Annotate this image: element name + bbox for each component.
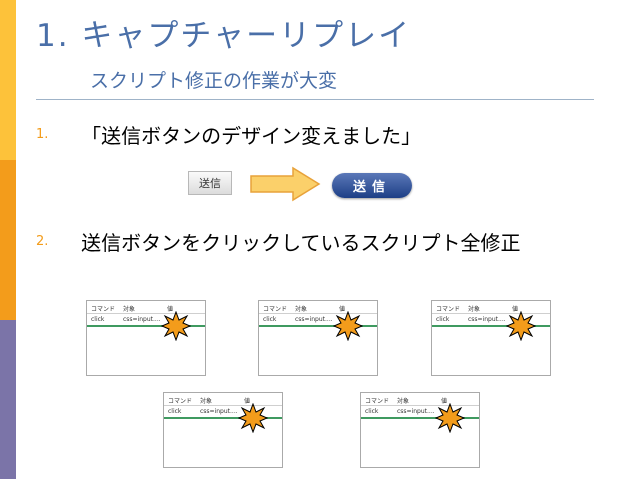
header-command: コマンド [168,398,193,405]
script-screenshot: コマンド 対象 値 click css=input.... [86,300,206,376]
cell-command: click [436,316,450,323]
cell-target: css=input.... [200,408,238,415]
table-row: click css=input.... [87,314,205,327]
slide-subtitle: スクリプト修正の作業が大変 [90,70,338,92]
list-item-1: 1. 「送信ボタンのデザイン変えました」 [36,120,421,149]
list-number: 2. [36,234,49,249]
burst-icon [506,311,536,341]
burst-icon [435,403,465,433]
right-arrow-icon [250,166,321,202]
script-screenshot: コマンド 対象 値 click css=input.... [431,300,551,376]
decorative-sidebar [0,0,16,479]
title-divider [36,99,594,100]
cell-target: css=input.... [123,316,161,323]
header-target: 対象 [397,398,410,405]
header-command: コマンド [436,306,461,313]
cell-command: click [91,316,105,323]
list-text: 送信ボタンをクリックしているスクリプト全修正 [81,231,521,255]
table-header-row: コマンド 対象 値 [259,301,377,314]
cell-command: click [263,316,277,323]
header-command: コマンド [263,306,288,313]
table-header-row: コマンド 対象 値 [164,393,282,406]
list-item-2: 2. 送信ボタンをクリックしているスクリプト全修正 [36,227,521,256]
table-row: click css=input.... [432,314,550,327]
table-row: click css=input.... [164,406,282,419]
old-send-button: 送信 [188,171,232,195]
sidebar-segment-yellow [0,0,16,160]
header-value: 値 [441,398,448,405]
header-value: 値 [512,306,519,313]
table-header-row: コマンド 対象 値 [361,393,479,406]
burst-icon [333,311,363,341]
table-row: click css=input.... [361,406,479,419]
header-value: 値 [244,398,251,405]
header-target: 対象 [123,306,136,313]
cell-command: click [365,408,379,415]
list-text: 「送信ボタンのデザイン変えました」 [81,124,422,148]
sidebar-segment-purple [0,320,16,479]
header-command: コマンド [91,306,116,313]
cell-command: click [168,408,182,415]
script-screenshot: コマンド 対象 値 click css=input.... [163,392,283,468]
script-screenshot: コマンド 対象 値 click css=input.... [360,392,480,468]
new-send-button: 送信 [332,173,412,198]
cell-target: css=input.... [295,316,333,323]
list-number: 1. [36,127,49,142]
burst-icon [161,311,191,341]
header-target: 対象 [295,306,308,313]
table-header-row: コマンド 対象 値 [87,301,205,314]
table-row: click css=input.... [259,314,377,327]
header-target: 対象 [468,306,481,313]
header-command: コマンド [365,398,390,405]
header-value: 値 [167,306,174,313]
sidebar-segment-orange [0,160,16,320]
cell-target: css=input.... [397,408,435,415]
header-target: 対象 [200,398,213,405]
script-screenshot: コマンド 対象 値 click css=input.... [258,300,378,376]
cell-target: css=input.... [468,316,506,323]
burst-icon [238,403,268,433]
slide-title: 1. キャプチャーリプレイ [36,18,412,54]
header-value: 値 [339,306,346,313]
table-header-row: コマンド 対象 値 [432,301,550,314]
